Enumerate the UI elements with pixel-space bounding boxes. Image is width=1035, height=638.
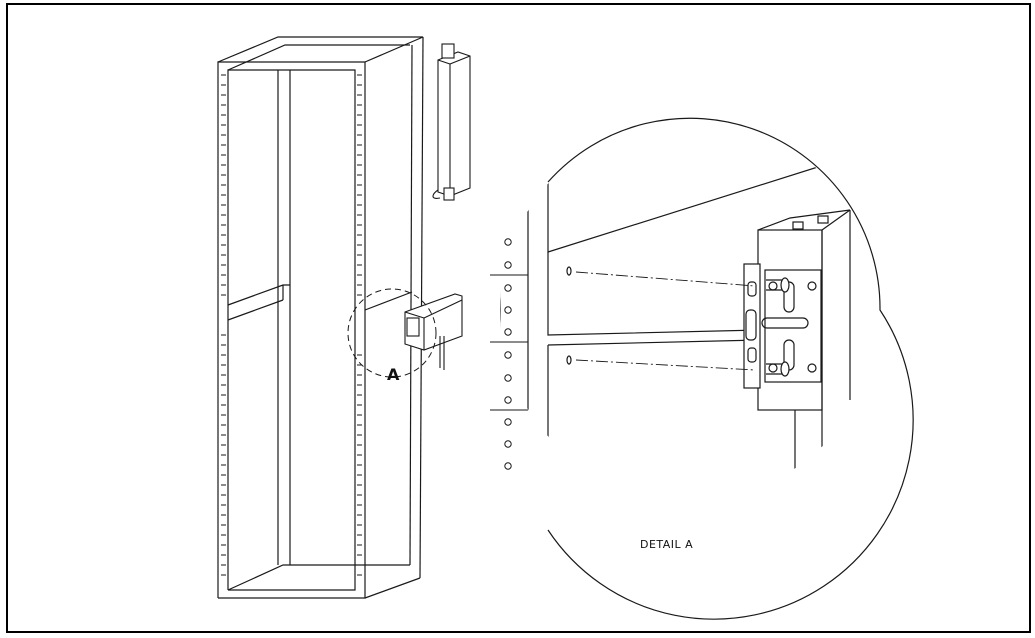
detail-a-view	[500, 159, 851, 500]
pdu-vertical-top	[432, 43, 471, 201]
detail-callout-circle	[347, 288, 437, 378]
rail-holes-left	[221, 74, 226, 576]
detail-boundary-arc	[547, 117, 914, 620]
pdu-horizontal	[404, 293, 463, 370]
callout-label: A	[387, 365, 400, 384]
rack-enclosure	[217, 36, 424, 599]
drawing-border	[6, 3, 1031, 633]
detail-caption: DETAIL A	[640, 538, 694, 551]
rail-holes-right	[357, 74, 362, 576]
detail-rail-holes	[490, 238, 528, 470]
